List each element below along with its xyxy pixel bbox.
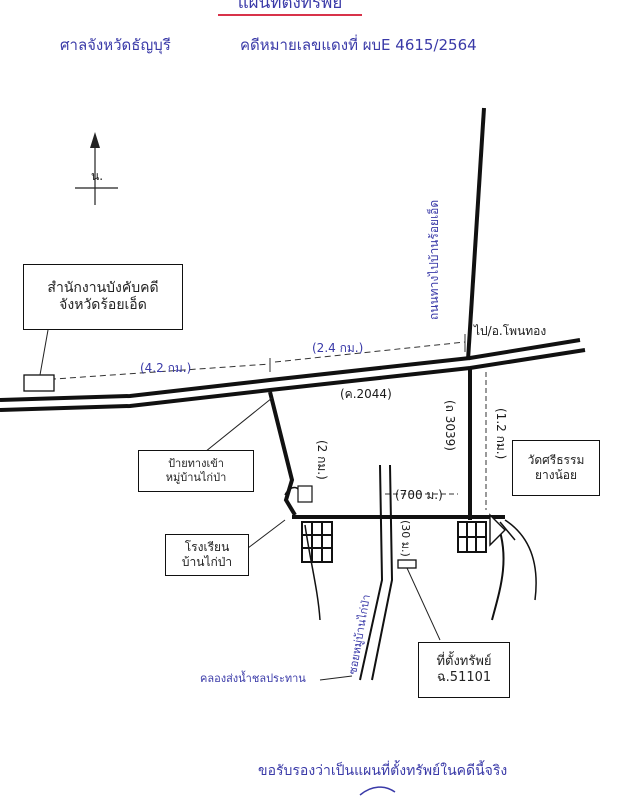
temple-box: วัดศรีธรรม ยางน้อย bbox=[512, 440, 600, 496]
svg-text:(1.2 กม.): (1.2 กม.) bbox=[494, 408, 508, 459]
vertical-road-label: ถนนทางไปบ้านร้อยเอ็ด bbox=[426, 200, 441, 320]
certification-text: ขอรับรองว่าเป็นแผนที่ตั้งทรัพย์ในคดีนี้จ… bbox=[258, 760, 507, 779]
village-grid-right bbox=[457, 521, 487, 553]
distance-ticks bbox=[269, 334, 466, 372]
right-curve-road bbox=[491, 524, 505, 621]
enforcement-office-box: สำนักงานบังคับคดี จังหวัดร้อยเอ็ด bbox=[23, 264, 183, 330]
canal-label: คลองส่งน้ำชลประทาน bbox=[200, 670, 306, 685]
temple-line1: วัดศรีธรรม bbox=[527, 453, 585, 467]
school-line1: โรงเรียน bbox=[184, 540, 230, 554]
office-pointer bbox=[39, 329, 49, 376]
signpost-line2: หมู่บ้านไก่ป่า bbox=[165, 471, 227, 484]
svg-text:(2 กม.): (2 กม.) bbox=[315, 440, 329, 480]
temple-marker-line bbox=[499, 521, 516, 541]
to-phonthong-label: ไป/อ.โพนทอง bbox=[473, 324, 546, 338]
property-line2: ฉ.51101 bbox=[436, 670, 492, 685]
office-name-line1: สำนักงานบังคับคดี bbox=[47, 279, 159, 296]
property-box: ที่ตั้งทรัพย์ ฉ.51101 bbox=[418, 642, 510, 698]
school-box: โรงเรียน บ้านไก่ป่า bbox=[165, 534, 249, 576]
school-line2: บ้านไก่ป่า bbox=[181, 555, 233, 569]
main-highway bbox=[0, 338, 586, 412]
court-name: ศาลจังหวัดธัญบุรี bbox=[60, 36, 171, 55]
signpost-marker bbox=[284, 485, 313, 503]
north-arrow-icon bbox=[75, 132, 118, 205]
distance-700m: (700 ม.) bbox=[395, 488, 443, 502]
svg-text:ถนนทางไปบ้านร้อยเอ็ด: ถนนทางไปบ้านร้อยเอ็ด bbox=[426, 200, 441, 320]
side-road-code: (ถ 3039) bbox=[443, 400, 457, 451]
distance-30m: (30 ม.) bbox=[399, 520, 412, 557]
property-line1: ที่ตั้งทรัพย์ bbox=[436, 653, 492, 669]
property-pointer bbox=[406, 567, 441, 641]
temple-icon bbox=[489, 513, 506, 547]
distance-2km: (2 กม.) bbox=[315, 440, 329, 480]
right-curve-road-2 bbox=[504, 519, 537, 601]
office-name-line2: จังหวัดร้อยเอ็ด bbox=[59, 297, 147, 313]
office-marker bbox=[23, 374, 55, 392]
svg-text:(30 ม.): (30 ม.) bbox=[399, 520, 412, 557]
map-title: แผนที่ตั้งทรัพย์ bbox=[238, 0, 343, 13]
svg-text:(ถ 3039): (ถ 3039) bbox=[443, 400, 457, 451]
case-number: คดีหมายเลขแดงที่ ผบE 4615/2564 bbox=[240, 34, 477, 54]
school-pointer bbox=[247, 519, 286, 549]
canal-pointer bbox=[319, 675, 353, 681]
distance-1-2km: (1.2 กม.) bbox=[494, 408, 508, 459]
property-marker bbox=[397, 559, 417, 569]
signpost-box: ป้ายทางเข้า หมู่บ้านไก่ป่า bbox=[138, 450, 254, 492]
temple-line2: ยางน้อย bbox=[534, 468, 578, 482]
village-entrance-road bbox=[268, 391, 297, 517]
distance-4-2km: (4.2 กม.) bbox=[140, 361, 191, 375]
north-label: น. bbox=[91, 169, 103, 183]
soi-road bbox=[359, 464, 394, 681]
route-2044-label: (ค.2044) bbox=[340, 387, 392, 401]
signature bbox=[359, 786, 396, 796]
north-road bbox=[466, 107, 486, 361]
village-grid-left bbox=[301, 521, 333, 563]
distance-2-4km: (2.4 กม.) bbox=[312, 341, 363, 355]
signpost-line1: ป้ายทางเข้า bbox=[168, 457, 224, 471]
distance-lines bbox=[39, 341, 466, 381]
signpost-pointer bbox=[194, 397, 273, 461]
